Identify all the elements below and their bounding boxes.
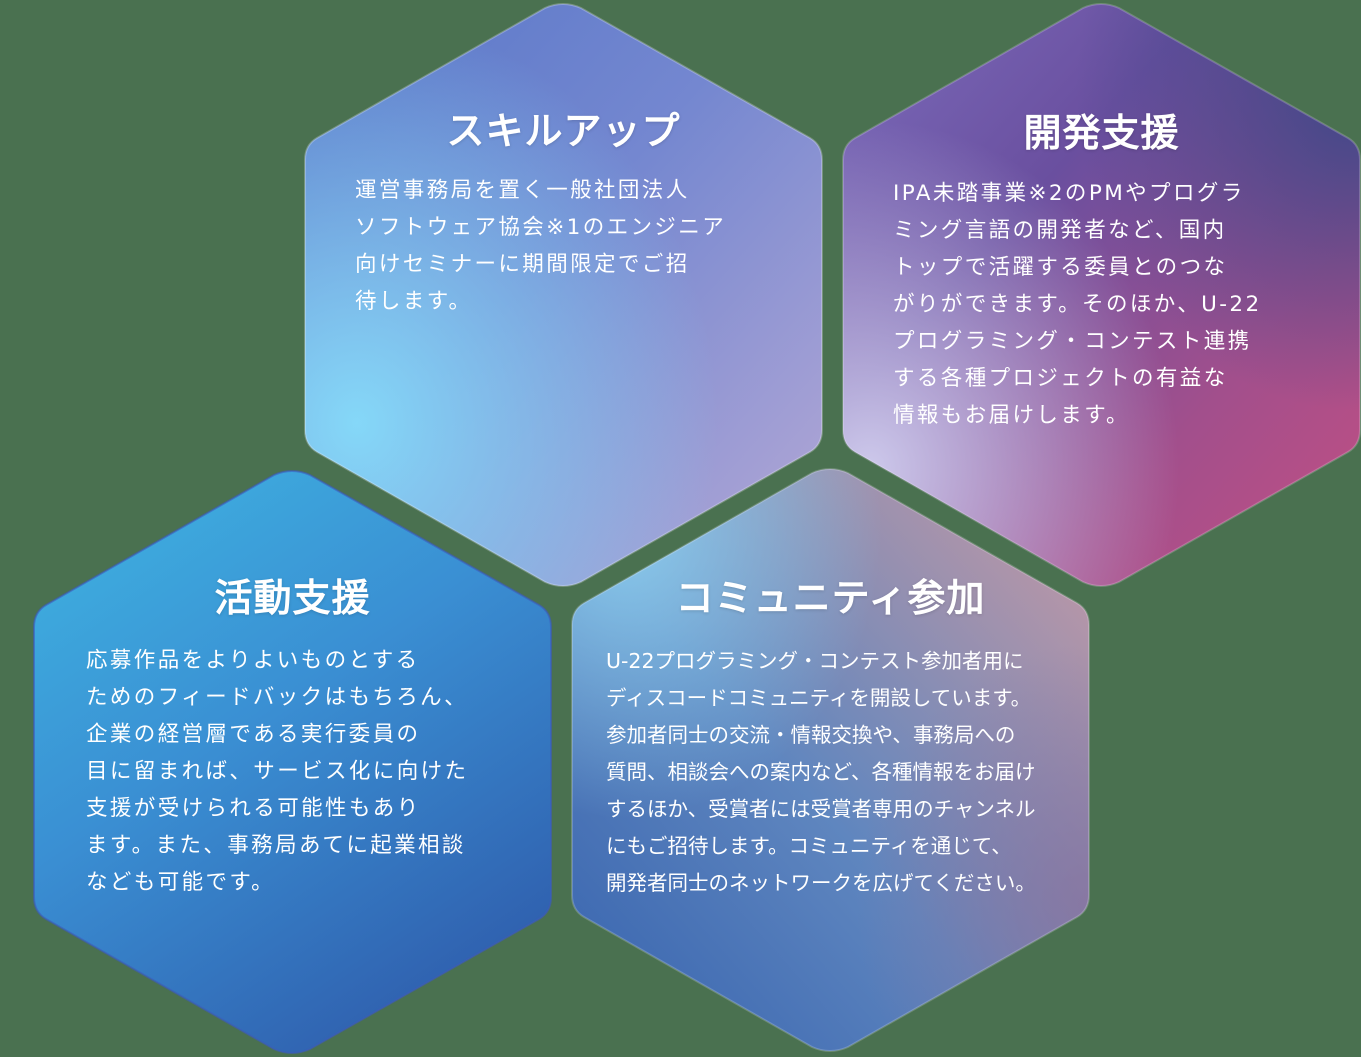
description-line: 支援が受けられる可能性もあり xyxy=(86,796,421,821)
description-line: がりができます。そのほか、U-22 xyxy=(893,292,1262,317)
card-description: 応募作品をよりよいものとする ためのフィードバックはもちろん、 企業の経営層であ… xyxy=(86,642,468,901)
description-line: 質問、相談会への案内など、各種情報をお届け xyxy=(606,760,1036,784)
description-line: ソフトウェア協会※1のエンジニア xyxy=(355,215,727,240)
description-line: IPA未踏事業※2のPMやプログラ xyxy=(893,181,1245,206)
description-line: するほか、受賞者には受賞者専用のチャンネル xyxy=(606,797,1036,821)
description-line: 待します。 xyxy=(355,289,473,314)
card-title: 開発支援 xyxy=(1023,111,1180,155)
card-title: コミュニティ参加 xyxy=(675,576,986,620)
description-line: プログラミング・コンテスト連携 xyxy=(893,329,1252,354)
hex-community-shape xyxy=(571,468,1090,1052)
card-activity-support: 活動支援 応募作品をよりよいものとする ためのフィードバックはもちろん、 企業の… xyxy=(34,467,551,1057)
description-line: 企業の経営層である実行委員の xyxy=(86,722,421,747)
card-skill-up: スキルアップ 運営事務局を置く一般社団法人 ソフトウェア協会※1のエンジニア 向… xyxy=(305,0,822,590)
description-line: にもご招待します。コミュニティを通じて、 xyxy=(606,834,1012,858)
card-description: 運営事務局を置く一般社団法人 ソフトウェア協会※1のエンジニア 向けセミナーに期… xyxy=(355,172,726,320)
description-line: トップで活躍する委員とのつな xyxy=(893,255,1228,280)
description-line: 情報もお届けします。 xyxy=(893,403,1130,428)
description-line: ためのフィードバックはもちろん、 xyxy=(86,685,468,710)
card-title: 活動支援 xyxy=(214,576,371,620)
hex-skill-up-shape xyxy=(304,3,823,587)
description-line: 開発者同士のネットワークを広げてください。 xyxy=(606,871,1036,895)
hex-dev-support-shape xyxy=(842,3,1361,587)
description-line: する各種プロジェクトの有益な xyxy=(893,366,1228,391)
description-line: 参加者同士の交流・情報交換や、事務局への xyxy=(606,723,1016,747)
description-line: 向けセミナーに期間限定でご招 xyxy=(355,252,690,277)
card-dev-support: 開発支援 IPA未踏事業※2のPMやプログラ ミング言語の開発者など、国内 トッ… xyxy=(843,0,1360,590)
card-description: IPA未踏事業※2のPMやプログラ ミング言語の開発者など、国内 トップで活躍す… xyxy=(893,175,1262,434)
description-line: ミング言語の開発者など、国内 xyxy=(893,218,1227,243)
description-line: ます。また、事務局あてに起業相談 xyxy=(86,833,466,858)
description-line: 目に留まれば、サービス化に向けた xyxy=(86,759,469,784)
description-line: U-22プログラミング・コンテスト参加者用に xyxy=(606,649,1024,673)
card-description: U-22プログラミング・コンテスト参加者用に ディスコードコミュニティを開設して… xyxy=(606,643,1036,902)
description-line: なども可能です。 xyxy=(86,870,276,895)
card-community: コミュニティ参加 U-22プログラミング・コンテスト参加者用に ディスコードコミ… xyxy=(572,465,1089,1055)
card-title: スキルアップ xyxy=(446,109,681,153)
hex-activity-support-shape xyxy=(33,470,552,1054)
description-line: 応募作品をよりよいものとする xyxy=(86,648,420,673)
description-line: 運営事務局を置く一般社団法人 xyxy=(355,178,690,203)
description-line: ディスコードコミュニティを開設しています。 xyxy=(606,686,1032,710)
